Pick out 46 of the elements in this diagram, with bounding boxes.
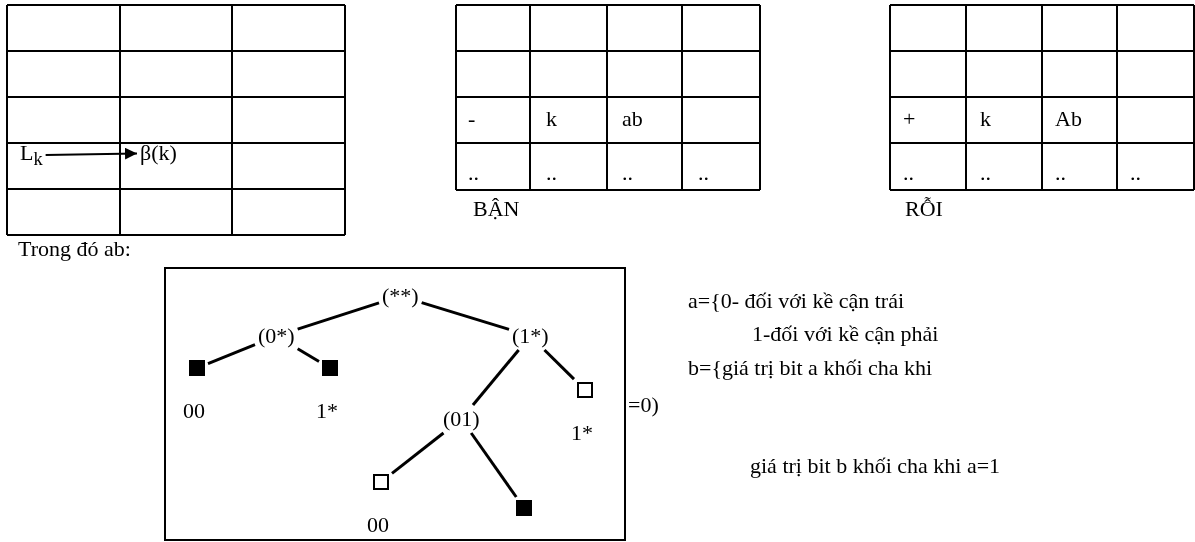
tree-node-label: (**) (382, 285, 419, 307)
tree-branch (297, 301, 380, 331)
cell-text: L$_{k}$ (20, 142, 43, 169)
table-cell-text: .. (903, 162, 914, 184)
tree-branch (471, 349, 520, 406)
arrow (44, 147, 138, 160)
legend-text: giá trị bit b khối cha khi a=1 (750, 455, 1001, 477)
table-cell-text: .. (698, 162, 709, 184)
table-cell-text: .. (468, 162, 479, 184)
hollow-square-marker (373, 474, 389, 490)
hollow-square-marker (577, 382, 593, 398)
tree-branch (469, 432, 518, 498)
table-cell-text: ab (622, 108, 643, 130)
tree-branch (421, 301, 510, 331)
legend-text: b={giá trị bit a khối cha khi (688, 357, 933, 379)
tree-node-label: (01) (443, 408, 480, 430)
leaf-label: 00 (367, 514, 389, 536)
table-caption: BẬN (473, 198, 520, 220)
table-cell-text: .. (980, 162, 991, 184)
table-cell-text: .. (622, 162, 633, 184)
solid-square-marker (322, 360, 338, 376)
table-cell-text: .. (1130, 162, 1141, 184)
tree-node-label: (0*) (258, 325, 295, 347)
note-text: Trong đó ab: (18, 238, 131, 260)
leaf-label: 1* (316, 400, 338, 422)
tree-branch (296, 347, 320, 363)
tree-branch (391, 431, 445, 475)
solid-square-marker (189, 360, 205, 376)
cell-text: β(k) (140, 142, 177, 164)
tree-branch (543, 348, 576, 381)
legend-text: =0) (628, 394, 659, 416)
tree-branch (207, 343, 256, 365)
table-cell-text: Ab (1055, 108, 1082, 130)
table-cell-text: k (980, 108, 991, 130)
legend-text: a={0- đối với kề cận trái (688, 290, 905, 312)
table-cell-text: k (546, 108, 557, 130)
table-cell-text: + (903, 108, 916, 130)
table-cell-text: .. (1055, 162, 1066, 184)
table-caption: RỖI (905, 198, 943, 220)
leaf-label: 00 (183, 400, 205, 422)
solid-square-marker (516, 500, 532, 516)
tree-node-label: (1*) (512, 325, 549, 347)
leaf-label: 1* (571, 422, 593, 444)
legend-text: 1-đối với kề cận phải (752, 323, 939, 345)
table-cell-text: .. (546, 162, 557, 184)
table-cell-text: - (468, 108, 476, 130)
